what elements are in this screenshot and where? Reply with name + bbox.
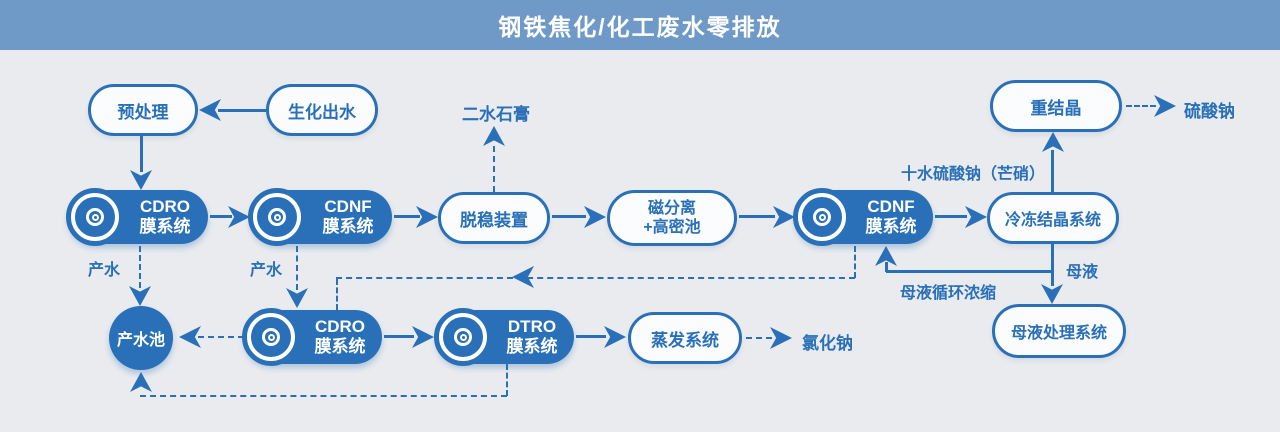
arrow-cdnf1-water-line (296, 246, 298, 290)
arrow-cdro1-water-head (129, 286, 151, 306)
node-magnetic-separation: 磁分离+高密池 (607, 190, 737, 246)
dashed-dtro-return-head (130, 372, 152, 392)
node-label: 预处理 (117, 102, 169, 122)
node-recrystallization: 重结晶 (990, 80, 1122, 132)
arrow-recryst-to-sulfate-line (1126, 105, 1156, 107)
disc-core-icon (454, 328, 472, 346)
arrow-magsep-to-cdnf2-head (773, 206, 795, 228)
arrow-cdnf2-to-freeze-head (965, 206, 987, 228)
node-label: 生化出水 (288, 102, 356, 122)
ml-recycle-line-v (885, 262, 888, 272)
arrow-pretreat-to-cdro-head (130, 170, 152, 190)
arrow-dtro-to-evap-head (604, 326, 626, 348)
node-bio-effluent: 生化出水 (266, 84, 378, 136)
membrane-disc-icon (248, 188, 306, 246)
arrow-magsep-to-cdnf2-line (739, 215, 775, 218)
dashed-cdnf2-return-v2 (336, 279, 338, 310)
dashed-evap-to-nacl-line (746, 337, 772, 339)
node-label: 重结晶 (1030, 98, 1082, 118)
node-label: 母液处理系统 (1010, 325, 1107, 342)
disc-core-icon (86, 208, 104, 226)
membrane-disc-icon (434, 308, 492, 366)
label-ml-recycle: 母液循环浓缩 (900, 285, 997, 302)
arrow-cdnf2-to-freeze-line (935, 215, 967, 218)
membrane-disc-icon (66, 188, 124, 246)
node-label: 冷冻结晶系统 (1004, 212, 1101, 229)
dashed-cdnf2-return-h (336, 277, 855, 279)
disc-core-icon (813, 208, 831, 226)
node-label: 磁分离+高密池 (643, 199, 701, 236)
arrow-bio-to-pretreat-line (218, 109, 266, 112)
node-freeze-crystallization: 冷冻结晶系统 (987, 192, 1119, 244)
dashed-cdnf2-return-v1 (854, 246, 856, 278)
disc-core-icon (262, 328, 280, 346)
label-sodium-chloride: 氯化钠 (802, 334, 853, 353)
arrow-cdro2-to-dtro-head (412, 326, 434, 348)
arrow-cdro1-to-cdnf1-line (210, 215, 232, 218)
arrow-cdnf1-water-head (286, 288, 308, 308)
disc-core-icon (268, 208, 286, 226)
arrow-destab-to-magsep-head (584, 206, 606, 228)
arrow-destab-to-gypsum-head (483, 126, 505, 146)
dashed-dtro-return-v (506, 364, 508, 396)
node-evaporation-system: 蒸发系统 (628, 312, 742, 364)
arrow-freeze-to-mltreat-head (1041, 284, 1063, 304)
label-glauber-salt: 十水硫酸钠（芒硝） (900, 166, 1045, 183)
arrow-recryst-to-sulfate-head (1154, 95, 1176, 117)
node-destabilizer: 脱稳装置 (438, 192, 550, 244)
node-mother-liquor-treatment: 母液处理系统 (992, 304, 1126, 358)
dashed-dtro-return-h (140, 395, 507, 397)
arrow-freeze-to-mltreat-line (1051, 244, 1054, 286)
membrane-disc-icon (242, 308, 300, 366)
arrow-dtro-to-evap-line (576, 335, 606, 338)
node-label: 脱稳装置 (460, 210, 528, 230)
label-mother-liquor: 母液 (1066, 264, 1099, 281)
label-sodium-sulfate: 硫酸钠 (1184, 102, 1235, 121)
arrow-freeze-to-recryst-line (1051, 150, 1054, 192)
arrow-destab-to-magsep-line (552, 215, 586, 218)
arrow-pretreat-to-cdro-line (140, 136, 143, 172)
node-label: 蒸发系统 (651, 330, 719, 350)
label-produced-water-1: 产水 (88, 262, 121, 279)
page-title: 钢铁焦化/化工废水零排放 (498, 14, 782, 40)
arrow-destab-to-gypsum-line (493, 146, 495, 192)
arrow-cdnf1-to-destab-line (394, 215, 420, 218)
arrow-cdro2-to-dtro-line (384, 335, 414, 338)
node-label: 产水池 (116, 332, 165, 349)
dashed-evap-to-nacl-head (770, 327, 792, 349)
label-produced-water-2: 产水 (250, 262, 283, 279)
page-header: 钢铁焦化/化工废水零排放 (0, 0, 1280, 50)
arrow-freeze-to-recryst-head (1042, 132, 1064, 152)
label-dihydrate-gypsum: 二水石膏 (462, 105, 530, 124)
ml-recycle-line-h (886, 270, 1053, 273)
dashed-cdro2-to-pool-line (198, 336, 244, 338)
arrow-cdro1-water-line (139, 246, 141, 288)
membrane-disc-icon (793, 188, 851, 246)
node-produced-water-pool: 产水池 (109, 306, 173, 370)
node-pretreatment: 预处理 (88, 84, 198, 136)
